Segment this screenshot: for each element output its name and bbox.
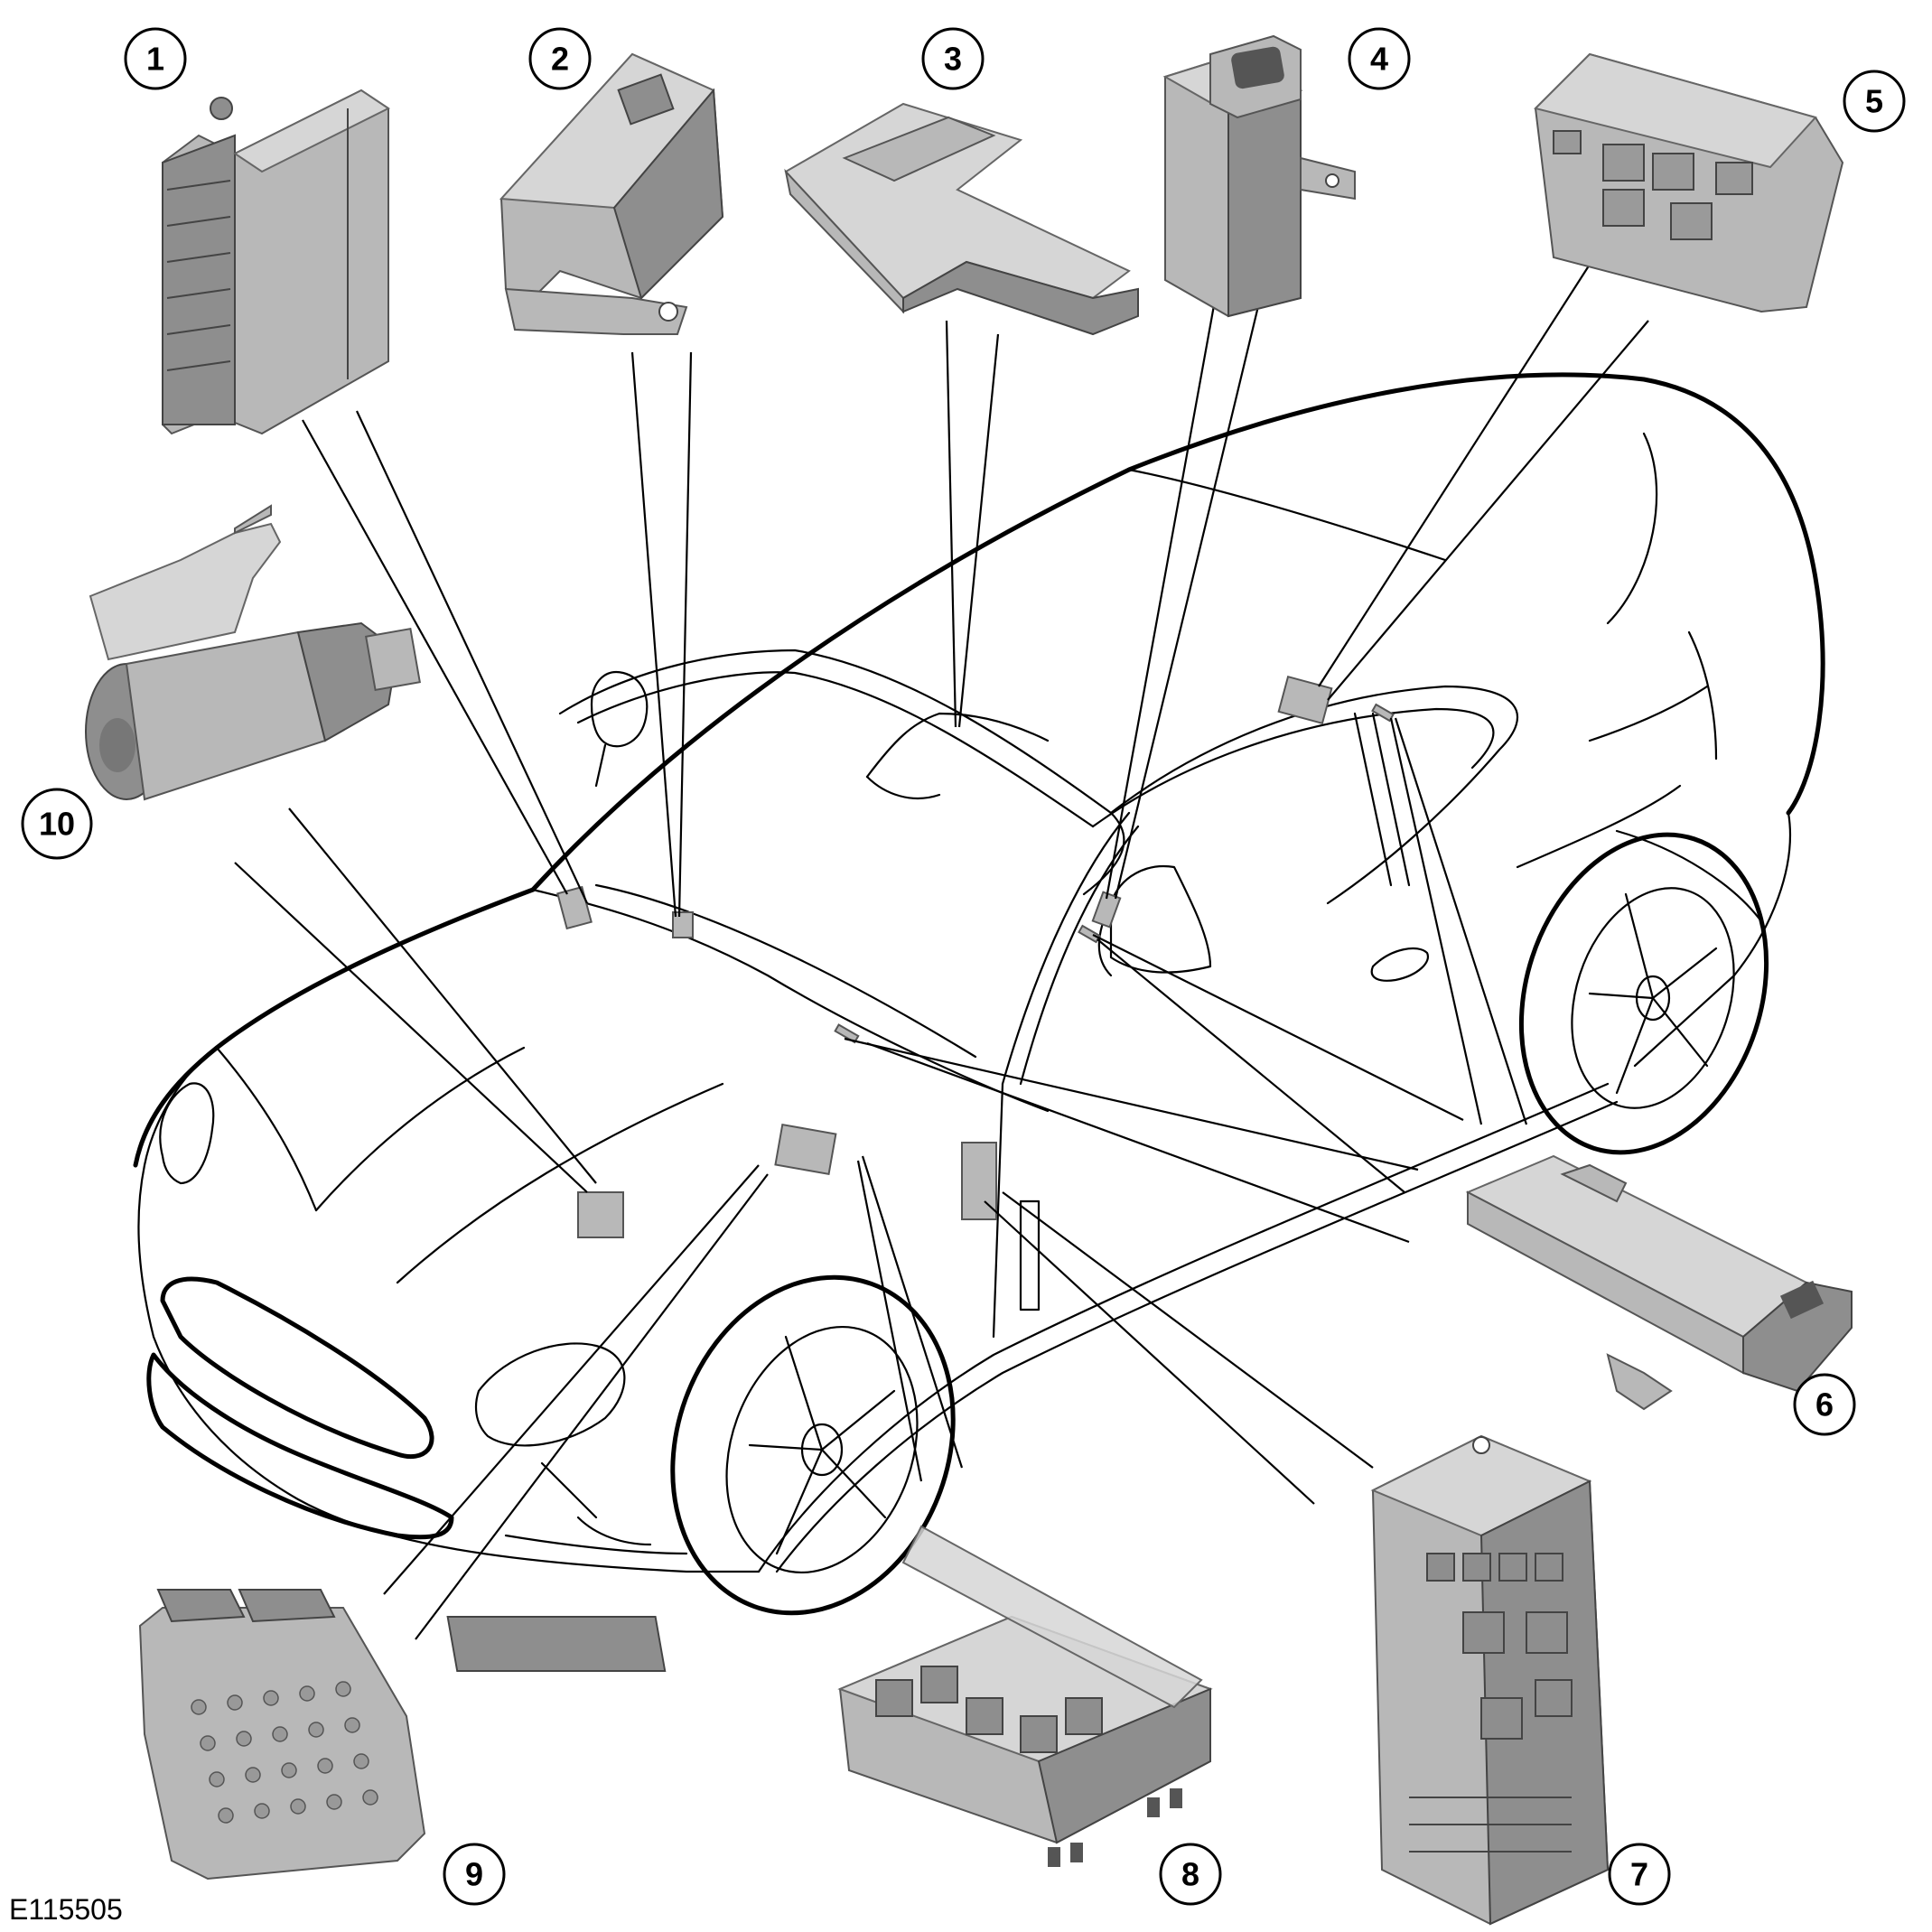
callout-9: 9 [443, 1843, 506, 1906]
component-7-junction-box-icon [1370, 1434, 1610, 1926]
component-4-ignition-switch-module-icon [1162, 34, 1356, 318]
leader-lines [234, 257, 1649, 1640]
figure-reference: E115505 [9, 1893, 123, 1926]
callout-6-label: 6 [1815, 1386, 1834, 1423]
callout-4: 4 [1348, 27, 1411, 90]
callout-8: 8 [1159, 1843, 1222, 1906]
callout-1-label: 1 [146, 41, 164, 78]
callout-1: 1 [124, 27, 187, 90]
callout-5-label: 5 [1865, 83, 1883, 120]
callout-3: 3 [921, 27, 985, 90]
callout-5: 5 [1843, 70, 1906, 133]
component-5-fuse-relay-box-icon [1534, 52, 1844, 313]
callout-6: 6 [1793, 1373, 1856, 1436]
component-9-engine-control-module-icon [138, 1589, 667, 1881]
component-3-antenna-module-icon [784, 102, 1139, 336]
component-1-control-module-icon [162, 89, 390, 435]
in-vehicle-component-markers [556, 675, 1395, 1238]
callout-7-label: 7 [1630, 1856, 1648, 1893]
front-wheel-icon [670, 1274, 956, 1616]
component-10-starter-motor-icon [85, 504, 421, 801]
callout-2-label: 2 [551, 41, 569, 78]
callout-2: 2 [528, 27, 592, 90]
callout-10: 10 [21, 788, 93, 860]
rear-wheel-icon [1518, 832, 1769, 1155]
vehicle-outline [133, 372, 1825, 1573]
component-8-power-distribution-box-icon [837, 1525, 1213, 1867]
callout-8-label: 8 [1181, 1856, 1199, 1893]
callout-7: 7 [1608, 1843, 1671, 1906]
component-2-sensor-module-icon [499, 52, 724, 335]
callout-10-label: 10 [39, 806, 75, 843]
callout-4-label: 4 [1370, 41, 1388, 78]
component-6-antenna-icon [1465, 1154, 1853, 1411]
callout-9-label: 9 [465, 1856, 483, 1893]
callout-3-label: 3 [944, 41, 962, 78]
